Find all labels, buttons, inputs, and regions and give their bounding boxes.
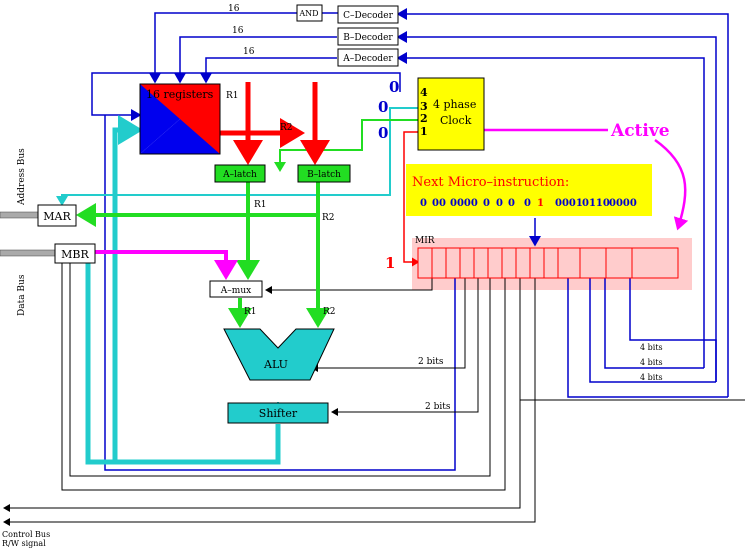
alu-label: ALU	[263, 358, 288, 371]
mir-cell	[417, 247, 433, 279]
amux-r1: R1	[244, 307, 257, 317]
address-bus-label: Address Bus	[17, 148, 27, 206]
active-arrows	[467, 122, 689, 231]
next-instruction-bit: 0	[483, 198, 490, 209]
alu-bits: 2 bits	[418, 357, 444, 367]
decoder-wiring	[91, 8, 729, 471]
rw-signal-label: R/W signal	[2, 539, 46, 548]
c-bus-width: 16	[228, 4, 240, 14]
latch-r1: R1	[254, 200, 267, 210]
registers-r2: R2	[280, 123, 293, 133]
magenta-bus	[95, 250, 238, 280]
clock-value-2: 0	[378, 124, 388, 142]
alu	[223, 328, 335, 381]
next-instruction-box	[406, 164, 652, 216]
next-instruction-title: Next Micro–instruction:	[412, 175, 569, 190]
shifter-bits: 2 bits	[425, 402, 451, 412]
next-instruction-bit: 1	[537, 198, 544, 209]
latch-r2: R2	[322, 213, 335, 223]
mir-cell	[631, 247, 679, 279]
mir-cell	[431, 247, 447, 279]
clock-phase-1: 1	[420, 125, 428, 138]
green-bus	[76, 182, 330, 328]
next-instruction-bit: 00	[432, 198, 446, 209]
clock-phase-2: 2	[420, 112, 428, 125]
c-decoder	[337, 5, 399, 24]
mir-cell	[473, 247, 489, 279]
a-bus-width: 16	[243, 47, 255, 57]
b-decoder-label: B–Decoder	[343, 33, 393, 43]
data-bus-stub	[0, 249, 56, 257]
next-instruction-bit: 0110	[582, 198, 610, 209]
mir-first-bit: 1	[385, 254, 395, 272]
and-gate	[296, 4, 323, 22]
mir-cell	[459, 247, 475, 279]
registers-r1: R1	[226, 91, 239, 101]
c-decoder-label: C–Decoder	[343, 11, 393, 21]
green-wiring	[274, 119, 418, 172]
data-bus-label: Data Bus	[17, 274, 27, 316]
next-instruction-bit: 0000	[450, 198, 478, 209]
shifter	[227, 402, 329, 424]
alu-r2: R2	[323, 307, 336, 317]
mir-cell	[529, 247, 545, 279]
mbr-label: MBR	[61, 248, 89, 261]
field-b-bits: 4 bits	[640, 358, 663, 367]
clock-label-2: Clock	[440, 114, 472, 127]
clock-box	[417, 77, 485, 151]
registers-upper	[140, 84, 220, 154]
mir-label: MIR	[415, 236, 435, 246]
control-wiring	[2, 262, 745, 526]
clock-label-1: 4 phase	[433, 98, 476, 111]
clock-value-3: 0	[378, 98, 388, 116]
b-bus-width: 16	[232, 26, 244, 36]
next-instruction-bit: 0	[496, 198, 503, 209]
clock-phase-4: 4	[420, 86, 428, 99]
active-label: Active	[610, 121, 670, 141]
a-latch	[214, 164, 266, 183]
mir-register	[417, 247, 679, 279]
mbr-box	[54, 243, 96, 264]
red-wire	[403, 131, 420, 267]
a-decoder-label: A–Decoder	[342, 54, 393, 64]
clock-value-4: 0	[389, 78, 399, 96]
registers-box	[139, 83, 221, 155]
b-latch-label: B–latch	[307, 170, 341, 180]
amux-box	[209, 280, 263, 298]
next-instruction-bit: 0	[420, 198, 427, 209]
mir-cell	[557, 247, 581, 279]
clock-phase-3: 3	[420, 100, 428, 113]
b-decoder	[337, 27, 399, 46]
control-bus-label: Control Bus	[2, 530, 50, 539]
mir-cell	[579, 247, 607, 279]
next-instruction-bit: 0	[508, 198, 515, 209]
red-bus	[220, 82, 330, 165]
mir-cell	[543, 247, 559, 279]
field-a-bits: 4 bits	[640, 373, 663, 382]
mir-cell	[487, 247, 503, 279]
mir-cell	[501, 247, 517, 279]
mar-label: MAR	[43, 210, 71, 223]
field-c-bits: 4 bits	[640, 343, 663, 352]
mir-cell	[515, 247, 531, 279]
cyan-bus	[85, 115, 281, 465]
address-bus-stub	[0, 211, 41, 219]
and-label: AND	[298, 9, 318, 18]
mar-box	[37, 204, 77, 227]
next-instruction-bit: 0001	[555, 198, 583, 209]
a-decoder	[337, 48, 399, 67]
a-latch-label: A–latch	[222, 170, 257, 180]
shifter-label: Shifter	[259, 407, 298, 420]
mir-cell	[605, 247, 633, 279]
registers-label: 16 registers	[146, 88, 214, 101]
b-latch	[297, 164, 351, 183]
next-instruction-bit: 0000	[609, 198, 637, 209]
next-instruction-bit: 0	[524, 198, 531, 209]
amux-label: A–mux	[220, 286, 251, 296]
mir-cell	[445, 247, 461, 279]
